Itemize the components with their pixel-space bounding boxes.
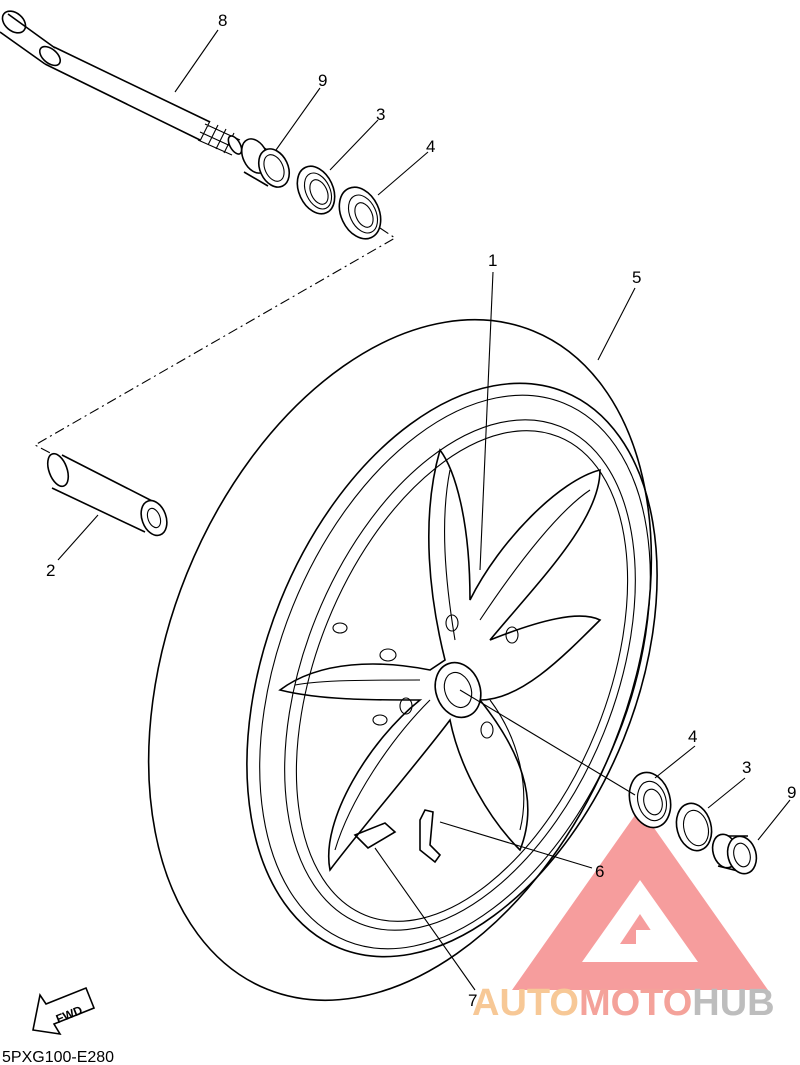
axle-part <box>0 10 243 156</box>
callout-2: 2 <box>46 561 55 580</box>
bearing-top-part <box>338 186 382 240</box>
oil-seal-right-part <box>675 802 713 852</box>
wheel-part <box>147 318 658 1002</box>
oil-seal-top-part <box>296 165 336 215</box>
bearing-right-part <box>628 771 672 829</box>
callout-6: 6 <box>595 862 604 881</box>
callout-8: 8 <box>218 11 227 30</box>
callout-7: 7 <box>468 991 477 1010</box>
watermark-logo <box>512 808 768 990</box>
forward-arrow-icon: FWD <box>32 986 96 1036</box>
collar-right-part <box>711 833 758 875</box>
collar-top-part <box>240 138 291 188</box>
watermark-moto: MOTO <box>579 982 692 1024</box>
callout-9-right: 9 <box>787 783 796 802</box>
watermark-auto: AUTO <box>472 982 579 1024</box>
leader-lines <box>57 29 791 991</box>
callout-1: 1 <box>488 251 497 270</box>
callout-4-top: 4 <box>426 137 435 156</box>
diagram-code: 5PXG100-E280 <box>2 1049 114 1065</box>
callout-4-right: 4 <box>688 727 697 746</box>
callout-5: 5 <box>632 268 641 287</box>
watermark-hub: HUB <box>692 982 774 1024</box>
watermark-text: AUTOMOTOHUB <box>472 982 775 1024</box>
callout-3-right: 3 <box>742 758 751 777</box>
forward-label: FWD <box>54 1003 85 1026</box>
spacer-part <box>46 452 168 537</box>
alignment-dashed-line <box>33 227 397 459</box>
callout-3-top: 3 <box>376 105 385 124</box>
callout-9-top: 9 <box>318 71 327 90</box>
